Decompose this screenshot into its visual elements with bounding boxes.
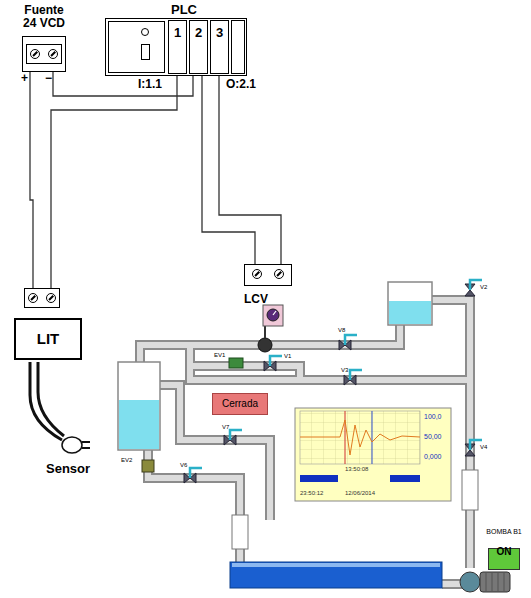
pump-status: BOMBA B1 ON: [484, 528, 524, 572]
tag-label: V8: [338, 327, 345, 334]
screw-terminal: [48, 49, 58, 59]
tag-label: V4: [480, 444, 487, 451]
screw-terminal: [46, 293, 56, 303]
signal-wire: [30, 72, 33, 288]
signal-wire: [219, 74, 281, 264]
tank: [388, 282, 432, 325]
plug-prongs: [82, 442, 90, 448]
valve-handle: [345, 335, 357, 345]
pipe: [140, 300, 470, 584]
input-slot: 1: [168, 20, 187, 74]
valve-handle: [190, 468, 202, 478]
node-text: LCV: [244, 292, 292, 306]
chart-bar: [390, 475, 420, 482]
signal-label: −: [45, 72, 52, 85]
output-slot: 2: [189, 20, 208, 74]
screw-terminal: [28, 293, 38, 303]
cpu-module: [108, 21, 165, 73]
status-led: [141, 28, 149, 36]
tag-label: V3: [341, 367, 348, 374]
tank: [118, 362, 160, 450]
valve-terminal: LCV: [244, 264, 292, 286]
node-text: Cerrada: [213, 398, 267, 410]
key-switch: [141, 44, 150, 60]
valve-stem: [264, 326, 266, 338]
tag-label: 50,00: [424, 433, 442, 441]
node-text: 2: [190, 25, 207, 40]
pump: [460, 572, 480, 592]
chart-grid: [300, 411, 420, 464]
valve-indicator: [263, 305, 283, 326]
valve-handle: [270, 356, 282, 366]
signal-label: Sensor: [46, 462, 90, 476]
valve-needle: [273, 311, 276, 315]
flowmeter: [462, 470, 478, 510]
tag-label: 0,000: [424, 453, 442, 461]
chart-cursor: [345, 411, 346, 464]
pump-motor: [480, 572, 510, 592]
pipe-outline: [140, 300, 470, 584]
screw-terminal: [274, 269, 284, 279]
reservoir: [230, 562, 442, 588]
motor-fins: [486, 572, 504, 592]
power-supply: Fuente 24 VCD: [18, 4, 70, 72]
chart-trace: [300, 420, 420, 455]
signal-wire: [51, 74, 177, 288]
level-transmitter: LIT: [14, 288, 82, 362]
solenoid-valve: [142, 460, 154, 472]
valve-handle: [350, 370, 362, 380]
node-text: Fuente 24 VCD: [18, 4, 70, 30]
tag-label: V6: [180, 462, 187, 469]
valve-status: Cerrada: [212, 393, 268, 415]
valve-dial: [267, 309, 279, 321]
node-text: LIT: [14, 330, 82, 347]
tag-label: V1: [284, 353, 291, 360]
tag-label: EV2: [121, 457, 132, 464]
tank-water: [389, 301, 431, 324]
tank-water: [119, 400, 159, 449]
tag-label: 13:50:08: [345, 466, 368, 473]
sensor-plug: [62, 437, 82, 453]
trend-chart: [295, 408, 451, 501]
reservoir-surface: [232, 563, 440, 567]
node-text: PLC: [171, 2, 247, 17]
sensor-cable: [38, 362, 64, 436]
empty-slot: [231, 20, 245, 74]
solenoid-valve: [229, 358, 243, 368]
control-valve: [258, 338, 272, 352]
tag-label: 23:50:12: [300, 490, 323, 497]
signal-label: O:2.1: [226, 78, 256, 91]
node-text: 3: [211, 25, 228, 40]
signal-label: I:1.1: [138, 78, 162, 91]
plc-rack: PLC 123: [105, 2, 247, 76]
node-text: ON: [484, 546, 524, 558]
signal-wire: [202, 74, 255, 264]
tag-label: 100,0: [424, 413, 442, 421]
tag-label: EV1: [214, 352, 225, 359]
tag-label: V2: [480, 284, 487, 291]
tag-label: 12/06/2014: [345, 490, 375, 497]
chart-bar: [300, 475, 338, 482]
screw-terminal: [252, 269, 262, 279]
flowmeter: [232, 515, 248, 549]
node-text: 1: [169, 25, 186, 40]
valve-handle: [230, 430, 242, 440]
output-slot: 3: [210, 20, 229, 74]
screw-terminal: [30, 49, 40, 59]
signal-label: +: [21, 72, 28, 85]
tag-label: V7: [222, 424, 229, 431]
chart-cursor: [372, 411, 373, 464]
node-text: BOMBA B1: [484, 528, 524, 536]
